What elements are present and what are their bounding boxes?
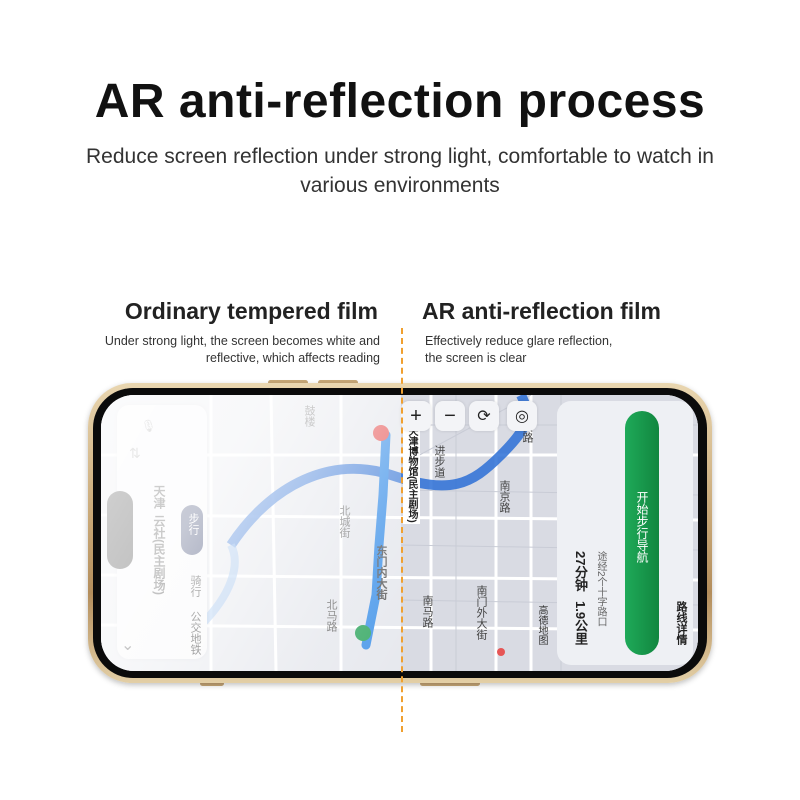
left-film-label: Ordinary tempered film bbox=[124, 298, 378, 324]
route-distance: 1.9公里 bbox=[573, 601, 588, 646]
right-desc-line2: the screen is clear bbox=[425, 351, 527, 365]
zoom-out-button[interactable]: − bbox=[435, 401, 465, 431]
gaode-logo: 高德地图 bbox=[536, 605, 547, 645]
mic-icon[interactable]: 🎙 bbox=[141, 419, 157, 433]
left-desc-line2: reflective, which affects reading bbox=[205, 351, 380, 365]
map-label: 南马路 bbox=[421, 595, 433, 628]
poi-label[interactable]: 天津博物馆(民主剧场) bbox=[403, 425, 420, 524]
map-label: 北马路 bbox=[325, 599, 337, 632]
phone-volume-button bbox=[318, 380, 358, 385]
map-label: 鼓楼 bbox=[303, 405, 315, 427]
mode-walk-label: 步行 bbox=[187, 513, 199, 535]
phone-side-button bbox=[420, 681, 480, 686]
zoom-in-button[interactable]: + bbox=[401, 401, 431, 431]
chevron-down-icon[interactable]: ⌄ bbox=[121, 637, 135, 654]
left-desc-line1: Under strong light, the screen becomes w… bbox=[104, 334, 380, 348]
mode-ride[interactable]: 骑行 bbox=[189, 575, 201, 597]
page-subtitle: Reduce screen reflection under strong li… bbox=[85, 145, 714, 197]
page-title: AR anti-reflection process bbox=[94, 75, 706, 128]
swap-icon[interactable]: ⇅ bbox=[129, 445, 141, 461]
origin-text[interactable]: 天津 bbox=[152, 485, 166, 509]
route-detail-link[interactable]: 路线详情 bbox=[675, 601, 687, 645]
map-label: 北城街 bbox=[338, 505, 350, 538]
map-label: 南京路 bbox=[498, 480, 510, 513]
right-film-label: AR anti-reflection film bbox=[422, 298, 661, 324]
start-navigation-button[interactable]: 开始步行导航 bbox=[625, 411, 659, 655]
destination-text[interactable]: 云社(民主剧场) bbox=[152, 515, 166, 595]
map-label: 东门内大街 bbox=[375, 545, 387, 600]
phone-screen: 南马路 南门外大街 北马路 东门内大街 进步道 兴安路 南京路 北城街 鼓楼 天… bbox=[101, 395, 698, 671]
mode-transit[interactable]: 公交地铁 bbox=[189, 611, 201, 655]
route-summary-card: 27分钟 1.9公里 途经2个十字路口 开始步行导航 路线详情 bbox=[557, 401, 693, 665]
dynamic-island bbox=[107, 491, 133, 569]
comparison-divider bbox=[401, 328, 403, 732]
route-note: 途经2个十字路口 bbox=[595, 551, 606, 627]
locate-icon[interactable]: ◎ bbox=[507, 401, 537, 431]
route-time: 27分钟 bbox=[573, 551, 588, 592]
phone-mute-switch bbox=[200, 681, 224, 686]
map-label: 进步道 bbox=[433, 445, 445, 478]
refresh-icon[interactable]: ⟳ bbox=[469, 401, 499, 431]
right-desc-line1: Effectively reduce glare reflection, bbox=[425, 334, 613, 348]
map-label: 南门外大街 bbox=[475, 585, 487, 640]
right-film-description: Effectively reduce glare reflection, the… bbox=[425, 333, 612, 367]
mode-walk-tab[interactable]: 步行 bbox=[181, 505, 203, 555]
phone-volume-button bbox=[268, 380, 308, 385]
left-film-description: Under strong light, the screen becomes w… bbox=[105, 333, 380, 367]
start-navigation-label: 开始步行导航 bbox=[635, 491, 649, 563]
